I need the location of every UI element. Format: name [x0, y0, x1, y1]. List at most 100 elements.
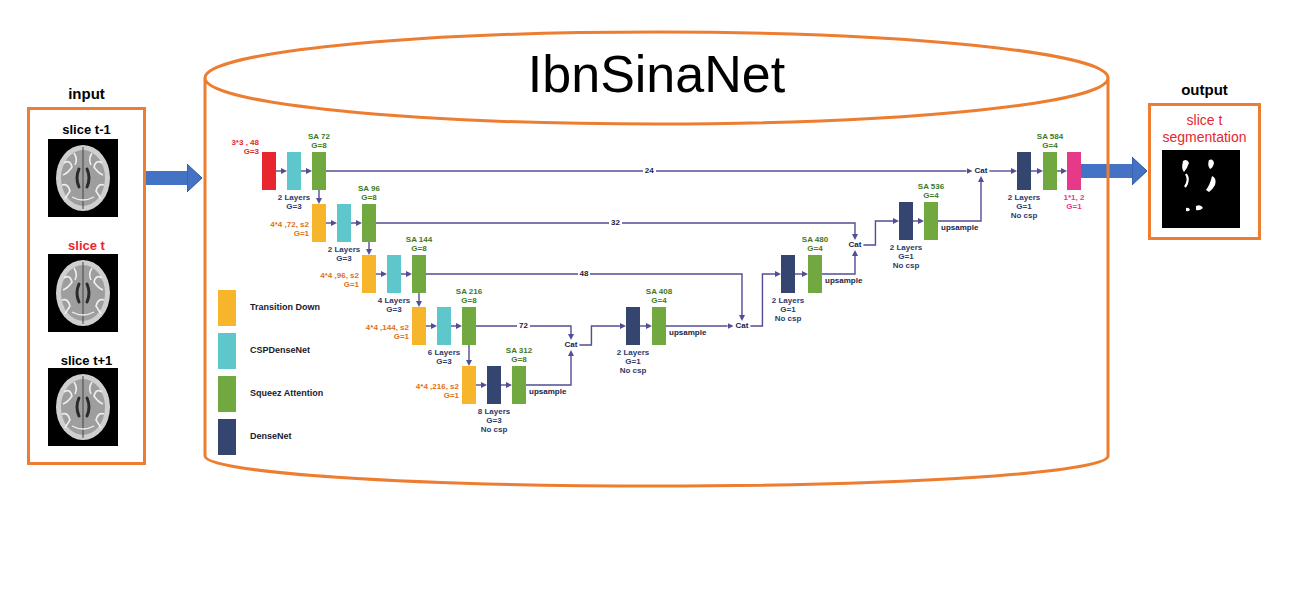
squeeze-attention-block: SA 144G=8: [412, 255, 426, 293]
legend-text: DenseNet: [250, 431, 292, 442]
output-frame: outputslice t segmentation: [1148, 103, 1261, 240]
block-annotation: G=1: [617, 357, 649, 366]
block-label: 4*4 ,96, s2G=1: [320, 271, 359, 289]
block-label: 2 LayersG=3: [278, 193, 310, 211]
frame-heading: input: [30, 85, 143, 103]
connector-arrow: [938, 182, 981, 221]
block-annotation: G=8: [308, 141, 330, 150]
block-annotation: 4*4 ,72, s2: [270, 220, 309, 229]
connector-arrow: [640, 325, 646, 326]
block-annotation: SA 584: [1037, 132, 1063, 141]
block-annotation: 4*4 ,96, s2: [320, 271, 359, 280]
skip-width-label: 48: [580, 269, 589, 279]
legend-item: DenseNet: [218, 419, 348, 455]
concat-junction: Cat: [563, 340, 580, 350]
connector-arrow: [501, 384, 506, 385]
connector-arrow: [822, 256, 855, 274]
frame-text-holder: output: [1151, 81, 1258, 99]
lesion-blob: [1185, 174, 1188, 187]
block-arrow: [146, 171, 187, 185]
block-annotation: 1*1, 2: [1064, 193, 1085, 202]
block-annotation: G=3: [378, 305, 410, 314]
connector-arrow: [1057, 170, 1061, 171]
concat-label: Cat: [849, 240, 862, 250]
transition-down-block: 4*4 ,96, s2G=1: [362, 255, 376, 293]
block-annotation: No csp: [772, 314, 804, 323]
frame-text-holder: slice t: [30, 238, 143, 253]
block-annotation: SA 408: [646, 287, 672, 296]
block-annotation: G=1: [366, 332, 409, 341]
block-annotation: 3*3 , 48: [231, 138, 259, 147]
legend-item: CSPDenseNet: [218, 333, 348, 369]
block-annotation: 2 Layers: [890, 243, 922, 252]
block-annotation: No csp: [1008, 211, 1040, 220]
block-annotation: 4*4 ,144, s2: [366, 323, 409, 332]
concat-label: Cat: [565, 340, 578, 350]
block-annotation: SA 72: [308, 132, 330, 141]
block-annotation: No csp: [478, 425, 510, 434]
block-label: 1*1, 2G=1: [1064, 193, 1085, 211]
connector-arrow: [301, 170, 306, 171]
slice-label: slice t+1: [30, 353, 143, 368]
block-annotation: G=8: [358, 193, 380, 202]
block-label: 4 LayersG=3: [378, 296, 410, 314]
block-annotation: G=3: [278, 202, 310, 211]
block-label: 4*4 ,216, s2G=1: [416, 382, 459, 400]
block-annotation: 4 Layers: [378, 296, 410, 305]
lesion-blob: [1208, 159, 1214, 169]
frame-text-holder: slice t-1: [30, 122, 143, 137]
connector-arrow: [318, 190, 319, 198]
block-annotation: SA 216: [456, 287, 482, 296]
edge-label-holder: upsample: [939, 223, 980, 233]
output-conv-block: 1*1, 2G=1: [1067, 152, 1081, 190]
block-annotation: 4*4 ,216, s2: [416, 382, 459, 391]
block-annotation: G=8: [506, 355, 532, 364]
squeeze-attention-block: SA 480G=4: [808, 255, 822, 293]
legend-text: CSPDenseNet: [250, 345, 310, 356]
edge-label-holder: upsample: [527, 387, 568, 397]
block-annotation: G=3: [478, 416, 510, 425]
block-annotation: No csp: [617, 366, 649, 375]
block-annotation: G=3: [328, 254, 360, 263]
squeeze-attention-block: SA 72G=8: [312, 152, 326, 190]
block-label: 3*3 , 48G=3: [231, 138, 259, 156]
connector-arrow: [795, 273, 802, 274]
csp-dense-block: 2 LayersG=3: [287, 152, 301, 190]
legend-swatch: [218, 290, 236, 326]
legend-swatch: [218, 376, 236, 412]
connector-arrow: [368, 242, 369, 249]
brain-slice-image: [48, 368, 118, 446]
connector-arrow: [579, 326, 620, 345]
block-annotation: G=3: [428, 357, 460, 366]
block-annotation: G=1: [320, 280, 359, 289]
block-annotation: G=4: [918, 191, 944, 200]
block-annotation: SA 480: [802, 235, 828, 244]
dense-block: 2 LayersG=1No csp: [781, 255, 795, 293]
csp-dense-block: 6 LayersG=3: [437, 307, 451, 345]
csp-dense-block: 2 LayersG=3: [337, 204, 351, 242]
frame-heading: output: [1151, 81, 1258, 99]
block-annotation: G=1: [890, 252, 922, 261]
frame-text-holder: slice t+1: [30, 353, 143, 368]
connector-arrow: [750, 274, 775, 326]
slice-label: slice t: [30, 238, 143, 253]
connector-arrow: [401, 273, 406, 274]
block-annotation: G=8: [456, 296, 482, 305]
segmentation-background: [1162, 150, 1240, 228]
block-annotation: 2 Layers: [1008, 193, 1040, 202]
legend-text-holder: Squeez Attention: [250, 388, 323, 399]
block-annotation: 2 Layers: [328, 245, 360, 254]
connector-arrow: [913, 220, 918, 221]
legend-swatch: [218, 333, 236, 369]
block-label: SA 216G=8: [456, 287, 482, 305]
block-annotation: G=1: [1064, 202, 1085, 211]
legend-swatch: [218, 419, 236, 455]
connector-arrow: [989, 170, 1011, 171]
connector-arrow: [376, 273, 381, 274]
skip-width-label: 24: [645, 166, 654, 176]
connector-arrow: [418, 293, 419, 301]
lesion-blob: [1182, 160, 1189, 172]
